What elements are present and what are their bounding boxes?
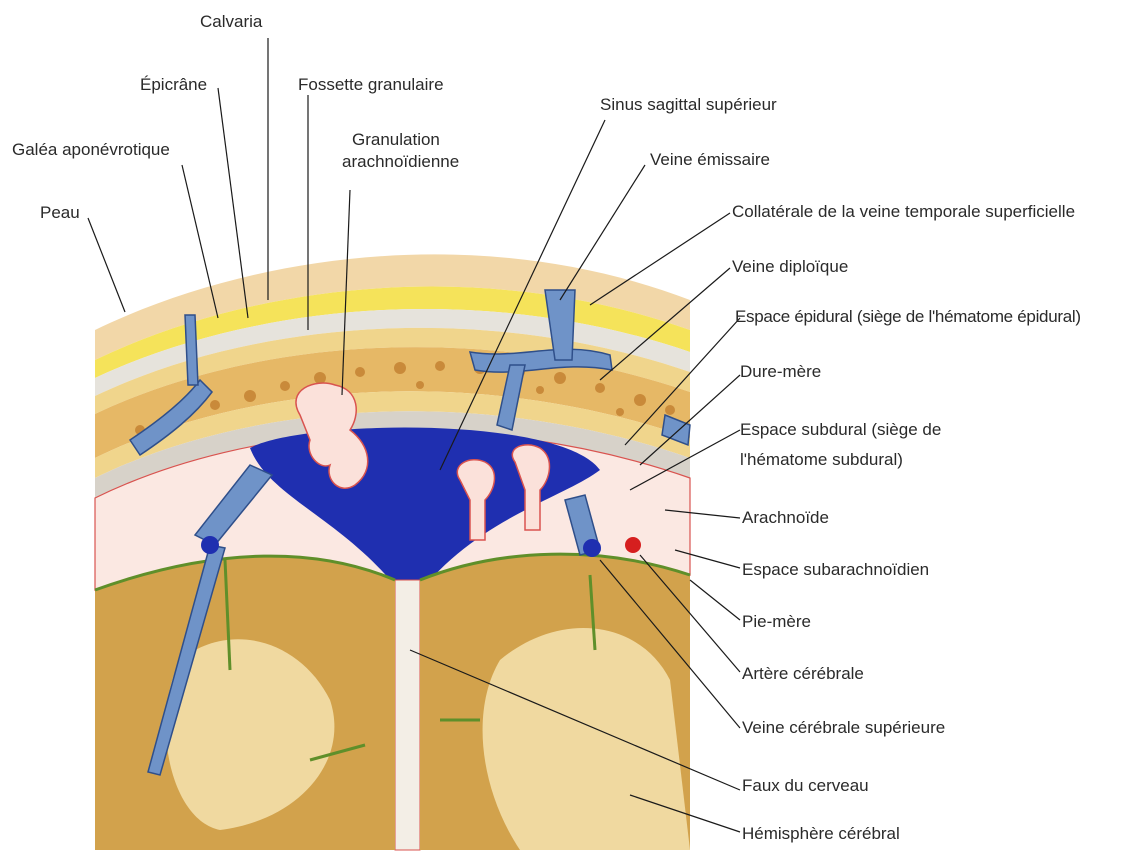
vein-opening-right: [583, 539, 601, 557]
label-espace-subarachnoidien: Espace subarachnoïdien: [742, 560, 929, 580]
label-veine-emissaire: Veine émissaire: [650, 150, 770, 170]
label-granulation-line1: Granulation: [352, 130, 440, 150]
label-galea: Galéa aponévrotique: [12, 140, 170, 160]
label-calvaria: Calvaria: [200, 12, 262, 32]
label-pie-mere: Pie-mère: [742, 612, 811, 632]
label-espace-epidural: Espace épidural (siège de l'hématome épi…: [735, 307, 1081, 327]
label-arachnoide: Arachnoïde: [742, 508, 829, 528]
label-epicrane: Épicrâne: [140, 75, 207, 95]
label-veine-cerebrale-sup: Veine cérébrale supérieure: [742, 718, 945, 738]
label-dure-mere: Dure-mère: [740, 362, 821, 382]
label-artere-cerebrale: Artère cérébrale: [742, 664, 864, 684]
label-collaterale: Collatérale de la veine temporale superf…: [732, 202, 1075, 222]
label-espace-subdural-line1: Espace subdural (siège de: [740, 420, 941, 440]
label-veine-diploique: Veine diploïque: [732, 257, 848, 277]
label-hemisphere: Hémisphère cérébral: [742, 824, 900, 844]
cerebral-artery-dot: [625, 537, 641, 553]
label-granulation-line2: arachnoïdienne: [342, 152, 459, 172]
label-peau: Peau: [40, 203, 80, 223]
label-faux-cerveau: Faux du cerveau: [742, 776, 869, 796]
falx-cerebri: [395, 580, 420, 850]
label-sinus: Sinus sagittal supérieur: [600, 95, 777, 115]
label-fossette: Fossette granulaire: [298, 75, 444, 95]
label-espace-subdural-line2: l'hématome subdural): [740, 450, 903, 470]
vein-opening-left: [201, 536, 219, 554]
